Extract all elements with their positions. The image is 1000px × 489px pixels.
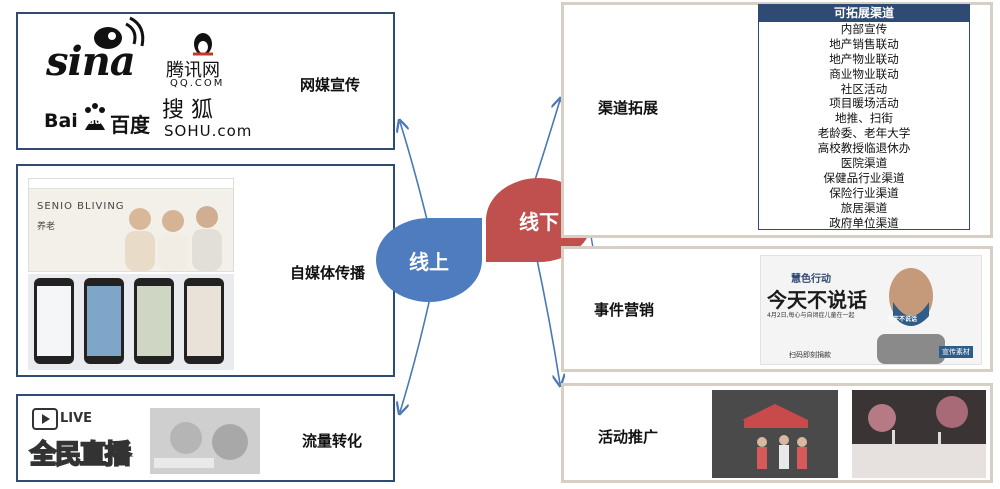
arrow-to-channels [535,100,560,180]
channel-item: 高校教授临退休办 [759,141,969,156]
channel-item: 项目暖场活动 [759,96,969,111]
baidu-paw-icon: du [82,102,108,132]
channel-item: 内部宣传 [759,22,969,37]
baidu-en: Bai [44,110,78,132]
self-media-box: SENIO BLIVING 养老 自媒体传播 [16,164,395,377]
channel-item: 医院渠道 [759,156,969,171]
tencent-en: QQ.COM [170,78,224,89]
offline-text: 线下 [519,206,559,235]
sohu-cn: 搜 狐 [162,92,213,124]
online-text: 线上 [409,246,449,275]
arrow-to-activity [535,250,560,384]
media-label: 网媒宣传 [300,74,360,95]
live-logo: LIVE 全民直播 [28,404,146,474]
baidu-paw-text: du [88,117,101,127]
sina-wordmark: sina [46,38,135,85]
poster-subline: 4月2日,每心与自闭症儿童在一起 [767,310,877,319]
event-box: 事件营销 慧色行动 今天不说话 4月2日,每心与自闭症儿童在一起 扫码即刻捐款 … [561,246,993,372]
sohu-logo: 搜 狐 SOHU.com [162,92,252,144]
phone-mockups [28,274,234,370]
channel-item: 地推、扫街 [759,111,969,126]
event-poster: 慧色行动 今天不说话 4月2日,每心与自闭症儿童在一起 扫码即刻捐款 今天不说话… [760,255,982,365]
livestream-photo [150,408,260,474]
channel-item: 保健品行业渠道 [759,171,969,186]
channel-item: 社区活动 [759,82,969,97]
poster-footer: 扫码即刻捐款 [789,350,831,360]
activity-box: 活动推广 [561,383,993,483]
mask-text: 今天不说话 [887,314,917,323]
baidu-logo: Bai du 百度 [44,100,156,140]
event-label: 事件营销 [594,299,654,320]
activity-photo-booth [712,390,838,478]
tencent-logo: 腾讯网 QQ.COM [166,30,246,90]
smiling-people-image [150,408,260,474]
channel-item: 老龄委、老年大学 [759,126,969,141]
sohu-en: SOHU.com [164,122,252,140]
website-screenshot: SENIO BLIVING 养老 [28,178,234,272]
live-wordmark: 全民直播 [30,434,130,471]
activity-photo-banquet [852,390,986,478]
channels-table: 可拓展渠道 内部宣传地产销售联动地产物业联动商业物业联动社区活动项目暖场活动地推… [758,4,970,230]
baidu-cn: 百度 [110,109,150,138]
online-bubble: 线上 [376,218,482,302]
banquet-table-image [852,390,986,478]
elderly-people-image [115,201,225,271]
self-media-label: 自媒体传播 [290,262,365,283]
channel-item: 地产物业联动 [759,52,969,67]
site-brand: SENIO BLIVING [37,201,125,212]
channel-item: 旅居渠道 [759,201,969,216]
site-sub: 养老 [37,219,55,232]
site-nav-bar [29,179,233,189]
channel-item: 保险行业渠道 [759,186,969,201]
channels-label: 渠道拓展 [598,97,658,118]
channels-table-title: 可拓展渠道 [759,5,969,22]
mobile-screens [28,274,234,370]
play-icon [32,408,58,430]
arrow-to-traffic [400,298,430,412]
media-box: sina 腾讯网 QQ.COM Bai du 百度 搜 狐 SOHU.com 网… [16,12,395,150]
traffic-box: LIVE 全民直播 流量转化 [16,394,395,482]
poster-badge: 宣传素材 [939,346,973,358]
sina-logo: sina [46,16,154,86]
channel-item: 政府单位渠道 [759,216,969,231]
activity-label: 活动推广 [598,426,658,447]
poster-tag: 慧色行动 [791,270,831,285]
channel-item: 商业物业联动 [759,67,969,82]
traffic-label: 流量转化 [302,430,362,451]
channels-table-body: 内部宣传地产销售联动地产物业联动商业物业联动社区活动项目暖场活动地推、扫街老龄委… [759,22,969,230]
penguin-icon [188,30,218,56]
event-booth-image [712,390,838,478]
live-text: LIVE [60,411,92,426]
arrow-to-media [400,122,430,232]
poster-headline: 今天不说话 [767,284,867,313]
channel-item: 地产销售联动 [759,37,969,52]
